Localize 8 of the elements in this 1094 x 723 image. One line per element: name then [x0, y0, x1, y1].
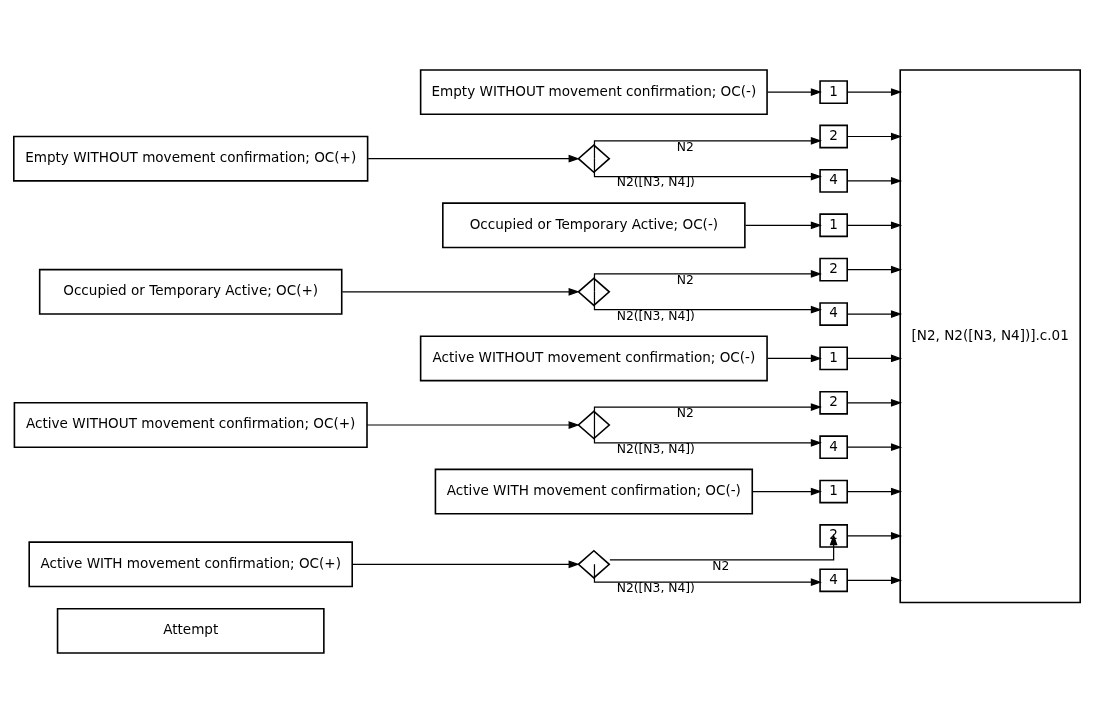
edge-label: N2([N3, N4])	[616, 441, 695, 456]
edge-label: N2([N3, N4])	[616, 308, 695, 323]
edge-label: N2([N3, N4])	[616, 175, 695, 190]
edge-label: N2([N3, N4])	[616, 581, 695, 596]
edge-label: N2	[676, 139, 694, 154]
edge-label: N2	[676, 405, 694, 420]
edge-label: N2	[676, 272, 694, 287]
edge-label: N2	[712, 558, 730, 573]
